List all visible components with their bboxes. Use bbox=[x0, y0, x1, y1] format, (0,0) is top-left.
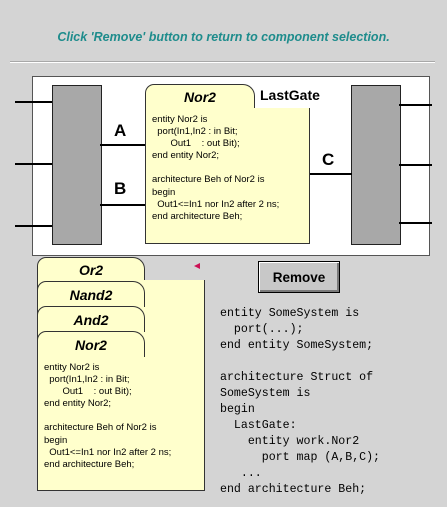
library-tab-and2[interactable]: And2 bbox=[37, 306, 145, 332]
library-selected-body: entity Nor2 is port(In1,In2 : in Bit; Ou… bbox=[38, 356, 203, 489]
library-tab-and2-label: And2 bbox=[73, 312, 109, 328]
wire-a bbox=[100, 144, 146, 146]
output-wire-bottom bbox=[399, 222, 432, 224]
port-label-c: C bbox=[322, 150, 335, 169]
instance-name-label: LastGate bbox=[260, 87, 320, 103]
placed-component-title: Nor2 bbox=[184, 89, 216, 105]
library-tab-nand2-label: Nand2 bbox=[69, 287, 113, 303]
placed-component-code: entity Nor2 is port(In1,In2 : in Bit; Ou… bbox=[152, 114, 280, 222]
output-wire-top bbox=[399, 104, 432, 106]
remove-button[interactable]: Remove bbox=[258, 261, 340, 293]
pointer-marker-icon bbox=[194, 263, 200, 269]
library-tab-nor2-label: Nor2 bbox=[75, 337, 107, 353]
system-block-left bbox=[52, 85, 102, 245]
port-label-b: B bbox=[114, 179, 127, 198]
wire-c bbox=[309, 173, 352, 175]
placed-component-card: entity Nor2 is port(In1,In2 : in Bit; Ou… bbox=[145, 108, 310, 244]
system-block-right bbox=[351, 85, 401, 245]
output-wire-middle bbox=[399, 164, 432, 166]
wire-b bbox=[100, 204, 146, 206]
separator-line bbox=[10, 62, 435, 63]
library-tab-or2-label: Or2 bbox=[78, 262, 104, 278]
port-label-a: A bbox=[114, 121, 127, 140]
input-wire-bottom bbox=[15, 225, 53, 227]
library-tab-nand2[interactable]: Nand2 bbox=[37, 281, 145, 307]
library-tab-or2[interactable]: Or2 bbox=[37, 257, 145, 283]
placed-component-tab: Nor2 bbox=[145, 84, 255, 110]
system-vhdl-code: entity SomeSystem is port(...); end enti… bbox=[220, 307, 381, 496]
instruction-text: Click 'Remove' button to return to compo… bbox=[57, 30, 390, 44]
library-component-code: entity Nor2 is port(In1,In2 : in Bit; Ou… bbox=[44, 362, 172, 470]
library-tab-nor2[interactable]: Nor2 bbox=[37, 331, 145, 357]
input-wire-middle bbox=[15, 163, 53, 165]
input-wire-top bbox=[15, 101, 53, 103]
